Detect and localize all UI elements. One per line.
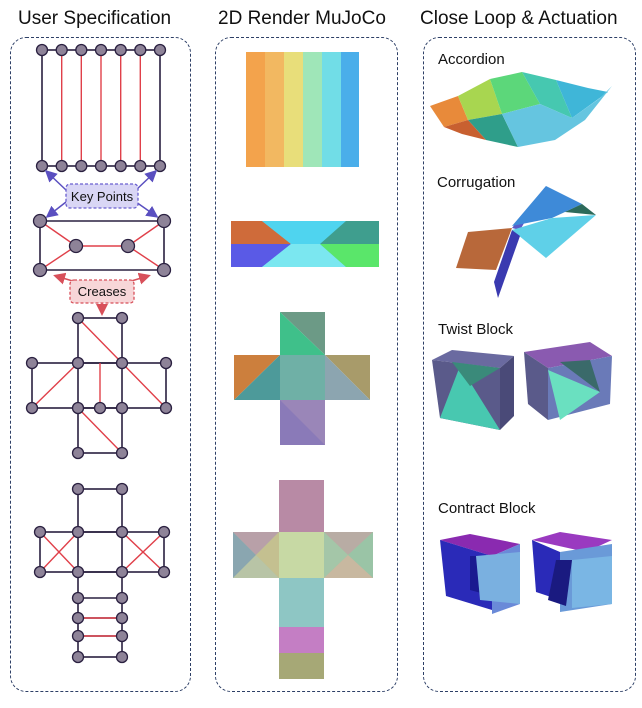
render-contract-block [233,480,373,679]
actuation-twist-block-2 [524,342,612,420]
title-close-loop-actuation: Close Loop & Actuation [420,8,618,29]
title-user-specification: User Specification [18,8,172,29]
actuation-corrugation [456,186,596,298]
pattern-corrugation [32,213,172,278]
render-twist-block [234,312,370,445]
title-2d-render: 2D Render MuJoCo [218,8,386,29]
panel-2d-render [215,37,398,692]
label-contract-block: Contract Block [438,500,536,517]
actuation-contract-block-1 [440,534,520,614]
label-twist-block: Twist Block [438,321,514,338]
label-accordion: Accordion [438,51,505,68]
pattern-twist-block [25,311,173,460]
creases-callout: Creases [69,279,135,304]
pattern-accordion [35,43,167,173]
render-accordion [246,52,359,167]
panel-actuation [423,37,636,692]
creases-label: Creases [78,284,127,299]
actuation-twist-block-1 [432,350,514,430]
actuation-contract-block-2 [532,532,612,612]
actuation-accordion [430,72,612,147]
key-points-label: Key Points [71,189,134,204]
panel-user-specification [10,37,191,692]
render-corrugation [231,221,379,267]
pattern-contract-block [33,482,171,664]
key-points-callout: Key Points [65,183,139,209]
label-corrugation: Corrugation [437,174,516,191]
